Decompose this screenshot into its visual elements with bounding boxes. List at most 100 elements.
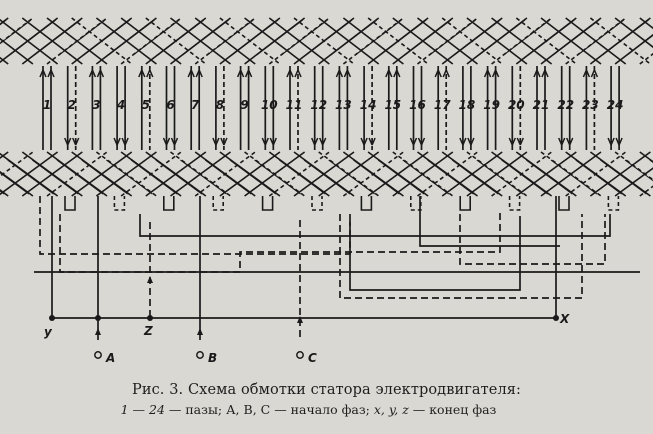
lattice-strand	[515, 151, 577, 197]
slot-number: 13	[335, 98, 352, 112]
current-arrow	[491, 69, 500, 78]
terminal-start-a: A	[105, 351, 115, 365]
phase-connection-wires	[34, 196, 640, 359]
current-arrow	[483, 69, 492, 78]
slot-number: 19	[483, 98, 500, 112]
lower-end-connection-lattice	[0, 151, 653, 197]
lattice-strand	[231, 19, 279, 56]
lattice-strand	[268, 151, 330, 197]
lattice-strand	[565, 151, 627, 197]
current-arrow	[442, 69, 450, 78]
slot-number: 24	[607, 98, 624, 112]
lattice-strand	[318, 151, 380, 197]
current-arrow	[195, 69, 203, 78]
lattice-strand	[501, 159, 548, 195]
lattice-strand	[614, 167, 653, 197]
current-arrow	[269, 137, 277, 146]
lattice-strand	[353, 159, 400, 195]
lead-arrow	[147, 276, 153, 283]
current-arrow	[236, 69, 245, 78]
lattice-strand	[21, 151, 83, 197]
lattice-strand	[527, 19, 575, 56]
lead-arrow	[297, 316, 303, 323]
lattice-mask	[0, 0, 653, 16]
phase-wire	[419, 196, 560, 247]
junction-dot	[95, 315, 101, 321]
current-arrow	[434, 69, 442, 78]
lattice-strand	[589, 151, 651, 197]
current-arrow	[138, 69, 146, 78]
coil-end-loops	[64, 196, 620, 211]
lattice-strand	[0, 19, 7, 26]
current-arrow	[294, 69, 302, 78]
lattice-strand	[305, 19, 353, 56]
lattice-strand	[600, 159, 647, 195]
current-arrow	[212, 137, 220, 146]
slot-number: 12	[310, 98, 327, 112]
lattice-strand	[206, 19, 254, 56]
lattice-strand	[441, 151, 503, 197]
coil-end-loop	[459, 196, 471, 211]
slot-conductors	[39, 66, 623, 150]
lattice-strand	[204, 159, 252, 195]
caption-slots-text: — пазы;	[164, 402, 227, 417]
current-arrow	[467, 137, 475, 146]
phase-wire	[459, 214, 606, 265]
lattice-strand	[120, 151, 182, 197]
lattice-strand	[106, 159, 153, 195]
slot-number: 10	[261, 98, 278, 112]
lattice-strand	[0, 171, 30, 195]
current-arrow	[121, 137, 129, 146]
lattice-strand	[132, 19, 180, 56]
lattice-strand	[503, 19, 550, 56]
lattice-strand	[182, 19, 229, 56]
lattice-strand	[280, 19, 328, 56]
figure-caption-title: Рис. 3. Схема обмотки статора электродви…	[131, 382, 522, 398]
lattice-strand	[81, 159, 129, 195]
coil-end-loop	[261, 196, 274, 211]
caption-starts-text: — начало фаз;	[270, 402, 374, 417]
lattice-strand	[0, 19, 32, 45]
lattice-strand	[180, 159, 227, 195]
figure-caption-legend: 1 — 24 — пазы; А, В, С — начало фаз; x, …	[0, 402, 635, 417]
lattice-strand	[379, 19, 427, 56]
terminal-circle	[296, 351, 304, 359]
caption-ends-text: — конец фаз	[408, 402, 497, 417]
lattice-strand	[56, 159, 104, 195]
lattice-strand	[0, 190, 5, 195]
current-arrow	[508, 137, 516, 146]
coil-end-loop	[607, 196, 620, 211]
coil-end-loop	[64, 196, 76, 211]
slot-number: 21	[533, 98, 550, 112]
phase-wire	[59, 210, 501, 273]
lattice-strand	[453, 19, 501, 56]
current-arrow	[220, 137, 228, 146]
current-arrow	[566, 137, 574, 146]
slot-number: 1	[43, 98, 51, 112]
current-arrow	[47, 69, 55, 78]
phase-wire	[39, 196, 351, 255]
lattice-strand	[624, 159, 653, 182]
coil-end-loop	[212, 196, 224, 211]
lattice-strand	[330, 19, 378, 56]
lattice-strand	[367, 151, 429, 197]
lattice-strand	[244, 151, 306, 197]
lattice-strand	[491, 151, 553, 197]
lattice-strand	[552, 19, 600, 56]
lattice-strand	[9, 19, 56, 56]
terminal-start-c: C	[308, 351, 317, 365]
current-arrow	[187, 69, 195, 78]
terminal-circle	[196, 351, 204, 359]
lattice-strand	[577, 19, 625, 56]
lattice-strand	[429, 19, 476, 56]
current-arrow	[385, 69, 393, 78]
lattice-strand	[639, 17, 653, 30]
terminal-end-y: y	[44, 325, 53, 339]
lattice-strand	[83, 19, 131, 56]
lattice-strand	[293, 151, 355, 197]
junction-dot	[147, 315, 153, 321]
current-arrow	[409, 137, 418, 146]
lattice-strand	[0, 151, 59, 196]
current-arrow	[516, 137, 524, 146]
